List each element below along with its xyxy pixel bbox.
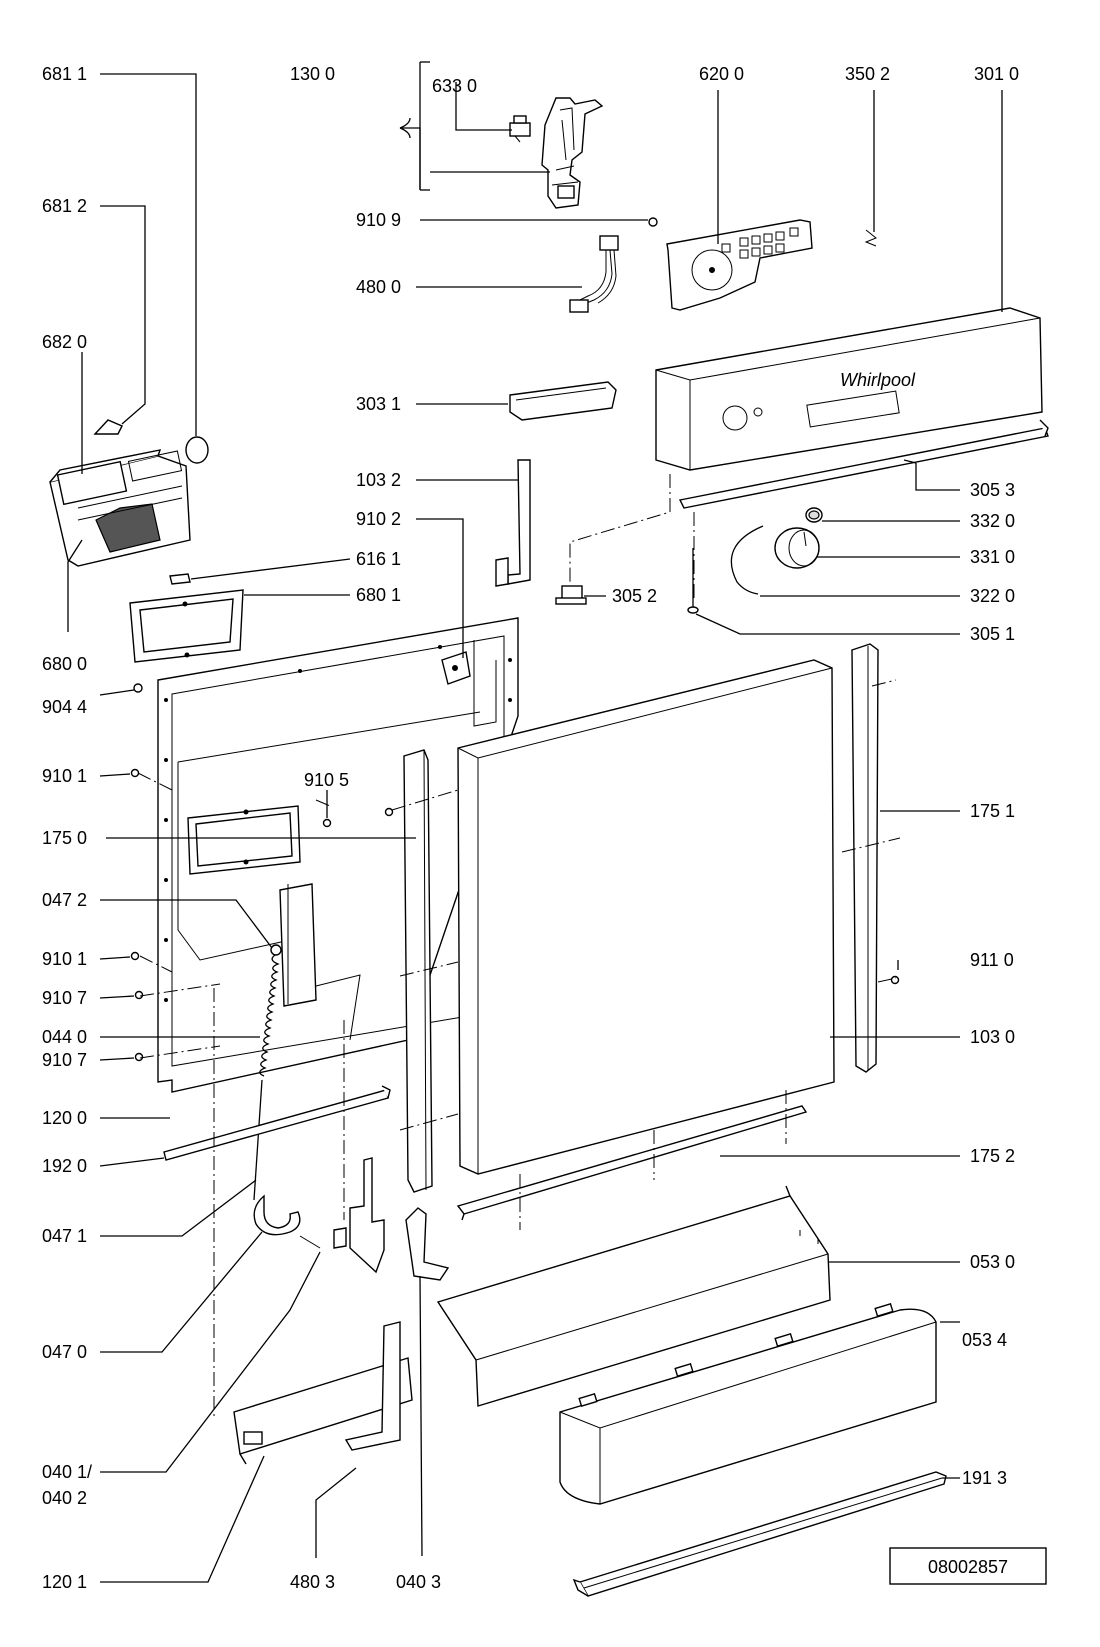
label-680-1: 680 1 xyxy=(356,585,401,605)
part-040-1-hinge xyxy=(333,1157,385,1274)
label-305-3: 305 3 xyxy=(970,480,1015,500)
part-305-2-clip xyxy=(555,585,587,605)
label-040-2: 040 2 xyxy=(42,1488,87,1508)
label-192-0: 192 0 xyxy=(42,1156,87,1176)
part-130-0-door-lock xyxy=(541,97,604,209)
part-480-0-wiring-harness xyxy=(569,235,619,313)
label-175-0: 175 0 xyxy=(42,828,87,848)
svg-text:Whirlpool: Whirlpool xyxy=(840,370,916,390)
part-192-0-trim xyxy=(163,1085,391,1161)
label-904-4: 904 4 xyxy=(42,697,87,717)
part-103-2-bracket xyxy=(495,459,531,587)
label-332-0: 332 0 xyxy=(970,511,1015,531)
label-175-2: 175 2 xyxy=(970,1146,1015,1166)
part-620-0-control-board xyxy=(666,219,813,311)
part-682-0-680-0-dispenser xyxy=(49,449,191,567)
label-680-0: 680 0 xyxy=(42,654,87,674)
label-044-0: 044 0 xyxy=(42,1027,87,1047)
part-681-1-seal xyxy=(185,436,209,464)
drawing-number: 08002857 xyxy=(928,1557,1008,1577)
label-305-1: 305 1 xyxy=(970,624,1015,644)
part-911-0-screw xyxy=(890,975,900,985)
part-053-0-kick-plate xyxy=(436,1185,831,1407)
label-910-9: 910 9 xyxy=(356,210,401,230)
label-047-2: 047 2 xyxy=(42,890,87,910)
label-053-4: 053 4 xyxy=(962,1330,1007,1350)
part-331-0-knob xyxy=(774,527,820,569)
label-681-1: 681 1 xyxy=(42,64,87,84)
label-053-0: 053 0 xyxy=(970,1252,1015,1272)
label-130-0: 130 0 xyxy=(290,64,335,84)
label-191-3: 191 3 xyxy=(962,1468,1007,1488)
label-911-0: 911 0 xyxy=(970,950,1014,970)
part-040-3-hinge xyxy=(405,1207,450,1281)
label-910-5: 910 5 xyxy=(304,770,349,790)
label-910-1-upper: 910 1 xyxy=(42,766,87,786)
label-047-1: 047 1 xyxy=(42,1226,87,1246)
part-633-0-micro-switch xyxy=(509,115,531,143)
label-120-0: 120 0 xyxy=(42,1108,87,1128)
label-103-2: 103 2 xyxy=(356,470,401,490)
part-175-1-side-strip xyxy=(851,643,879,1073)
part-053-4-cover xyxy=(559,1302,937,1505)
part-047-0-pulley xyxy=(253,1194,321,1249)
label-910-2: 910 2 xyxy=(356,509,401,529)
part-120-1-plate xyxy=(233,1357,413,1465)
part-910-9-screw xyxy=(648,217,658,227)
label-175-1: 175 1 xyxy=(970,801,1015,821)
part-904-4-washer xyxy=(133,683,143,693)
part-175-2-bottom-strip xyxy=(456,1105,808,1221)
part-175-0-side-strip xyxy=(403,749,433,1193)
label-620-0: 620 0 xyxy=(699,64,744,84)
part-191-3-strip xyxy=(572,1471,947,1597)
part-480-3-bracket xyxy=(344,1321,401,1451)
label-910-1-lower: 910 1 xyxy=(42,949,87,969)
part-680-1-gasket xyxy=(129,589,244,663)
part-047-1-cable xyxy=(253,1079,263,1201)
part-labels: 681 1 130 0 633 0 620 0 350 2 301 0 681 … xyxy=(42,64,1019,1592)
label-350-2: 350 2 xyxy=(845,64,890,84)
leader-lines xyxy=(67,61,1003,1583)
part-322-0-ring xyxy=(730,525,764,595)
label-480-3: 480 3 xyxy=(290,1572,335,1592)
part-305-1-screw xyxy=(687,548,699,614)
label-322-0: 322 0 xyxy=(970,586,1015,606)
part-103-0-outer-door xyxy=(457,659,835,1175)
part-681-2-lever xyxy=(93,419,123,435)
label-616-1: 616 1 xyxy=(356,549,401,569)
label-681-2: 681 2 xyxy=(42,196,87,216)
label-305-2: 305 2 xyxy=(612,586,657,606)
part-910-2-screw xyxy=(441,651,471,685)
label-103-0: 103 0 xyxy=(970,1027,1015,1047)
assembly-center-lines xyxy=(137,474,901,1420)
part-305-3-trim-strip xyxy=(678,419,1049,509)
part-332-0-knob-cap xyxy=(805,507,823,523)
label-633-0: 633 0 xyxy=(432,76,477,96)
label-040-3: 040 3 xyxy=(396,1572,441,1592)
part-616-1-spring xyxy=(169,573,191,585)
label-120-1: 120 1 xyxy=(42,1572,87,1592)
label-910-7-lower: 910 7 xyxy=(42,1050,87,1070)
label-480-0: 480 0 xyxy=(356,277,401,297)
part-044-0-spring xyxy=(259,944,282,1077)
label-331-0: 331 0 xyxy=(970,547,1015,567)
part-303-1-display xyxy=(509,381,617,421)
label-910-7-upper: 910 7 xyxy=(42,988,87,1008)
label-682-0: 682 0 xyxy=(42,332,87,352)
drawing-number-box xyxy=(889,1547,1047,1585)
label-040-1: 040 1/ xyxy=(42,1462,92,1482)
part-350-2-spring xyxy=(864,229,877,247)
label-047-0: 047 0 xyxy=(42,1342,87,1362)
label-303-1: 303 1 xyxy=(356,394,401,414)
label-301-0: 301 0 xyxy=(974,64,1019,84)
part-301-0-control-panel: Whirlpool xyxy=(655,307,1043,471)
